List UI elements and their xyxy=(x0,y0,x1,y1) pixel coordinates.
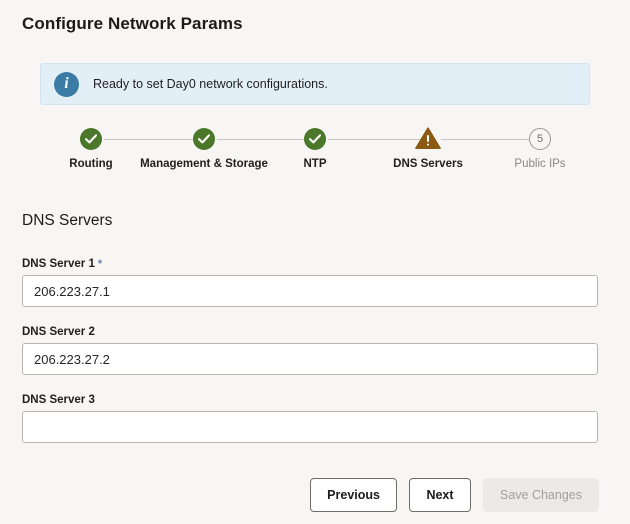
next-button[interactable]: Next xyxy=(409,478,471,512)
info-icon: i xyxy=(54,72,79,97)
info-banner-message: Ready to set Day0 network configurations… xyxy=(93,77,328,91)
label-dns-server-3: DNS Server 3 xyxy=(22,394,598,406)
info-banner: i Ready to set Day0 network configuratio… xyxy=(40,63,590,105)
label-dns-server-2: DNS Server 2 xyxy=(22,326,598,338)
stepper-label-public-ips: Public IPs xyxy=(475,157,605,172)
check-circle-icon xyxy=(193,128,215,150)
required-marker: * xyxy=(98,258,102,270)
check-circle-icon xyxy=(80,128,102,150)
stepper-item-dns-servers[interactable] xyxy=(415,126,441,152)
stepper-item-ntp[interactable] xyxy=(302,126,328,152)
wizard-stepper: 5 Routing Management & Storage NTP DNS S… xyxy=(45,126,585,196)
check-circle-icon xyxy=(304,128,326,150)
field-dns-server-3: DNS Server 3 xyxy=(22,394,598,443)
stepper-item-routing[interactable] xyxy=(78,126,104,152)
stepper-label-ntp: NTP xyxy=(250,157,380,172)
save-changes-button[interactable]: Save Changes xyxy=(483,478,599,512)
stepper-item-public-ips[interactable]: 5 xyxy=(527,126,553,152)
stepper-label-routing: Routing xyxy=(26,157,156,172)
field-dns-server-2: DNS Server 2 xyxy=(22,326,598,375)
step-connector-4 xyxy=(441,139,534,140)
step-connector-2 xyxy=(217,139,315,140)
field-dns-server-1: DNS Server 1* xyxy=(22,258,598,307)
input-dns-server-3[interactable] xyxy=(22,411,598,443)
step-number-badge: 5 xyxy=(529,128,551,150)
page-title: Configure Network Params xyxy=(22,14,243,34)
step-connector-3 xyxy=(328,139,426,140)
warning-triangle-icon xyxy=(415,126,441,150)
stepper-label-dns-servers: DNS Servers xyxy=(363,157,493,172)
label-text: DNS Server 1 xyxy=(22,258,95,270)
label-dns-server-1: DNS Server 1* xyxy=(22,258,598,270)
section-title: DNS Servers xyxy=(22,212,112,230)
input-dns-server-2[interactable] xyxy=(22,343,598,375)
footer-actions: Previous Next Save Changes xyxy=(310,478,599,512)
step-connector-1 xyxy=(104,139,204,140)
previous-button[interactable]: Previous xyxy=(310,478,397,512)
stepper-item-management-storage[interactable] xyxy=(191,126,217,152)
stepper-track: 5 xyxy=(45,126,585,152)
input-dns-server-1[interactable] xyxy=(22,275,598,307)
